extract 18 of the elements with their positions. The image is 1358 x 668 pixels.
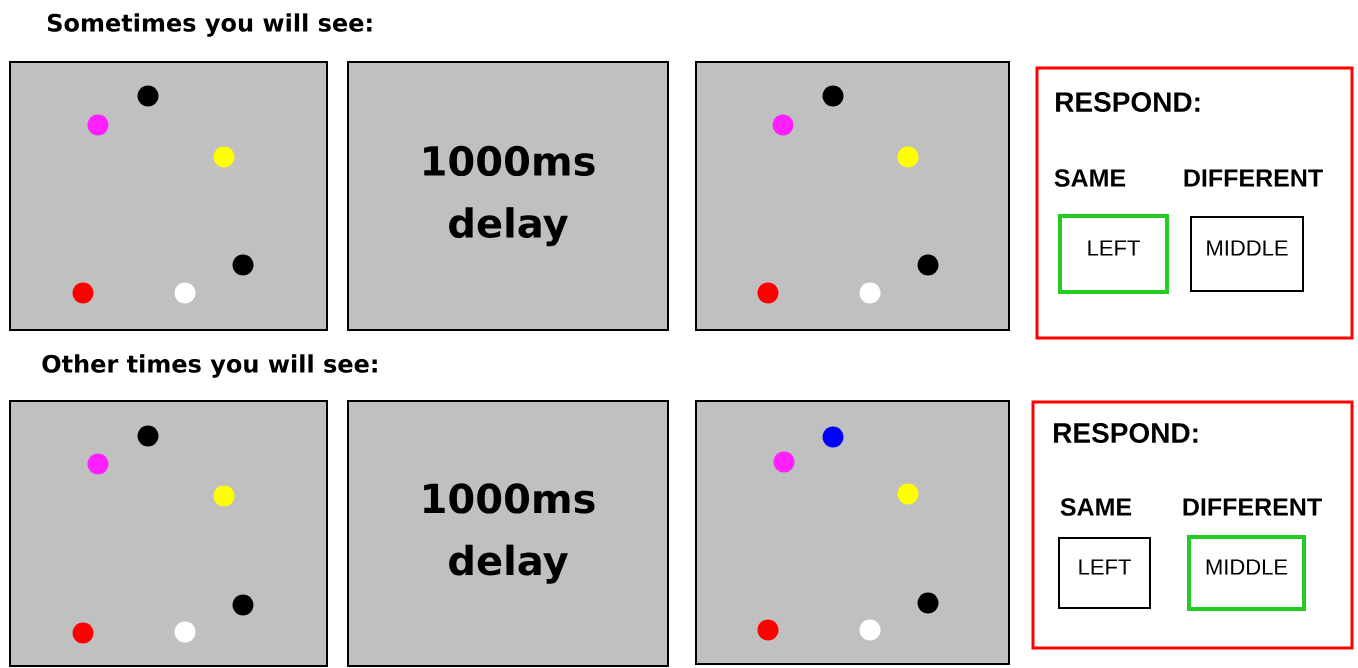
key-box: LEFT	[1058, 537, 1151, 609]
heading: RESPOND:	[1054, 423, 1198, 443]
stimulus-panel	[9, 400, 328, 667]
delay-panel: 1000ms delay	[347, 400, 669, 667]
delay-panel: 1000ms delay	[347, 61, 669, 331]
option-label: SAME	[1060, 498, 1132, 516]
row-heading: Sometimes you will see:	[47, 13, 372, 37]
key-box: MIDDLE	[1190, 216, 1304, 292]
heading: RESPOND:	[1056, 92, 1200, 112]
stimulus-panel	[9, 61, 328, 331]
stimulus-panel	[695, 61, 1010, 331]
option-label: DIFFERENT	[1184, 169, 1323, 187]
stimulus-panel	[695, 400, 1010, 665]
option-label: SAME	[1054, 169, 1126, 187]
option-label: DIFFERENT	[1183, 498, 1322, 516]
key-box: MIDDLE	[1187, 535, 1306, 611]
row-heading: Other times you will see:	[42, 354, 377, 378]
key-box: LEFT	[1058, 214, 1169, 294]
